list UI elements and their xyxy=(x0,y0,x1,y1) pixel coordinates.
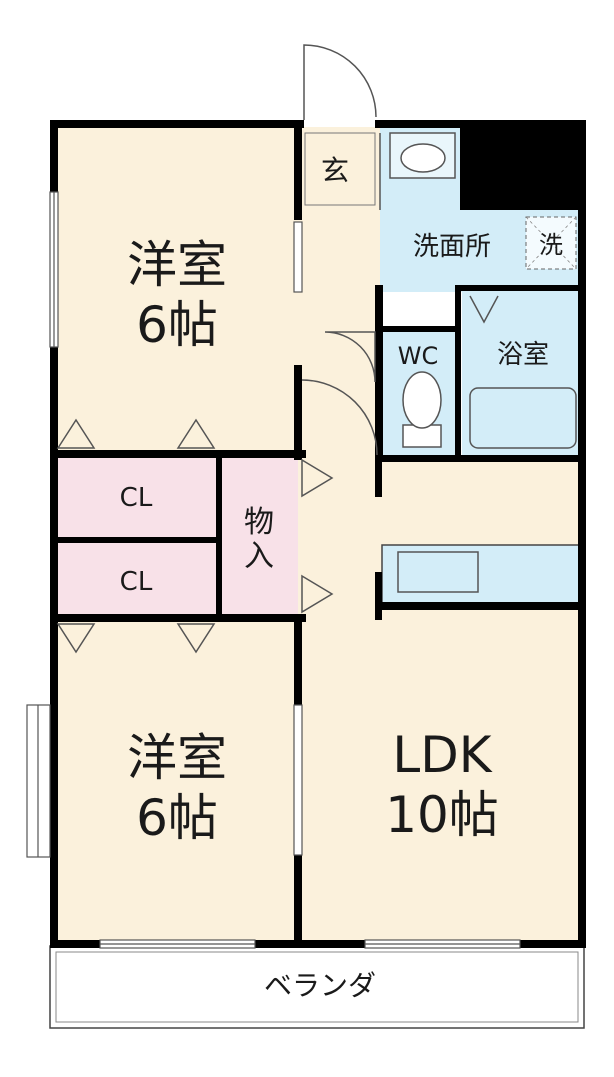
bedroom-top-floor xyxy=(56,127,298,455)
labels: 洋室 6帖 洋室 6帖 LDK 10帖 CL CL 物 入 玄 洗面所 洗 WC… xyxy=(120,154,563,847)
bedroom-bottom-floor xyxy=(56,620,298,940)
room-floors xyxy=(56,127,584,940)
vanity-basin xyxy=(400,143,446,173)
windows xyxy=(26,191,521,949)
bathroom-label: 浴室 xyxy=(497,340,549,370)
washroom-label: 洗面所 xyxy=(413,232,491,262)
washer-label: 洗 xyxy=(539,231,563,259)
bedroom-top-size: 6帖 xyxy=(136,296,218,354)
closets xyxy=(56,455,298,620)
wc-label: WC xyxy=(398,342,439,370)
entrance-label: 玄 xyxy=(321,154,349,187)
ldk-name: LDK xyxy=(392,726,492,784)
bedroom-bottom-name: 洋室 xyxy=(127,729,227,787)
entrance-floor xyxy=(304,132,376,206)
kitchen-sink xyxy=(397,551,479,593)
toilet-bowl xyxy=(402,371,442,429)
closet-top-floor xyxy=(56,455,216,537)
veranda-label: ベランダ xyxy=(264,969,376,1002)
bedroom-top-name: 洋室 xyxy=(127,236,227,294)
ldk-floor xyxy=(298,455,584,940)
doors xyxy=(301,44,381,456)
front-door-swing xyxy=(303,44,377,120)
bedroom-door-swing xyxy=(301,379,378,456)
closet-top-label: CL xyxy=(120,483,153,513)
wc-door-swing xyxy=(324,331,376,383)
bathtub xyxy=(469,387,577,449)
fixtures xyxy=(389,132,577,449)
bedroom-bottom-size: 6帖 xyxy=(136,789,218,847)
veranda: ベランダ xyxy=(49,945,585,1029)
storage-label-line1: 物 xyxy=(244,505,274,540)
storage-floor xyxy=(222,455,298,615)
closet-bottom-label: CL xyxy=(120,567,153,597)
storage-label-line2: 入 xyxy=(244,539,274,574)
closet-bottom-floor xyxy=(56,543,216,620)
closet-doors xyxy=(56,418,334,654)
ldk-size: 10帖 xyxy=(385,786,499,844)
